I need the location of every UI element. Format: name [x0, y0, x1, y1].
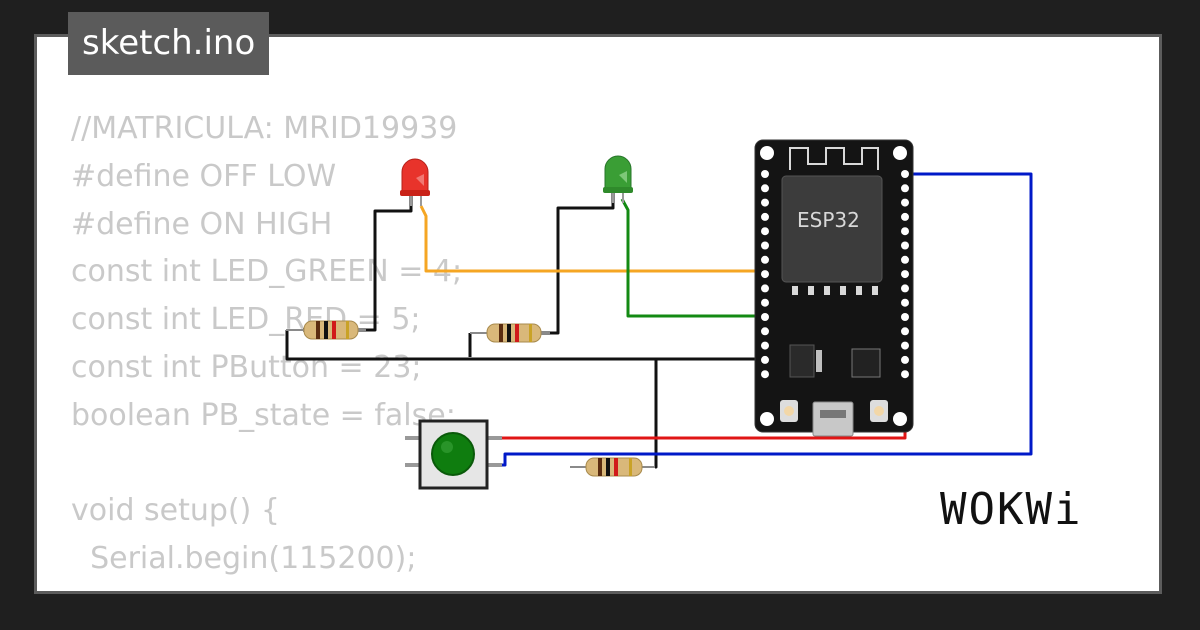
- code-line: void setup() {: [71, 493, 280, 529]
- code-line: boolean PB_state = false;: [71, 397, 456, 433]
- header-pin[interactable]: [761, 170, 769, 178]
- code-line: Serial.begin(115200);: [71, 541, 417, 577]
- header-pin[interactable]: [901, 170, 909, 178]
- push-button[interactable]: [405, 419, 502, 490]
- header-pin[interactable]: [901, 284, 909, 293]
- wire-ground-bus: [285, 330, 765, 361]
- code-line: #define ON HIGH: [71, 206, 333, 242]
- resistor-red-led[interactable]: [286, 320, 366, 340]
- header-pin[interactable]: [901, 227, 909, 236]
- wire-ground-green-led: [487, 193, 615, 335]
- header-pin[interactable]: [761, 341, 769, 350]
- wokwi-logo: WOKWi: [940, 484, 1083, 535]
- header-pin[interactable]: [761, 255, 769, 264]
- wire-red-led-signal: [419, 205, 905, 273]
- header-pin[interactable]: [901, 241, 909, 250]
- header-pin[interactable]: [761, 298, 769, 307]
- file-tab[interactable]: sketch.ino: [68, 12, 270, 75]
- header-pin[interactable]: [901, 255, 909, 264]
- header-pin[interactable]: [761, 198, 769, 207]
- wire-button-signal: [488, 172, 1033, 467]
- header-pin[interactable]: [901, 313, 909, 321]
- header-pin[interactable]: [761, 227, 769, 236]
- header-pin[interactable]: [761, 241, 769, 250]
- esp32-right-pins[interactable]: [901, 170, 909, 379]
- header-pin[interactable]: [761, 327, 769, 336]
- led-green[interactable]: [603, 155, 633, 203]
- header-pin[interactable]: [761, 284, 769, 293]
- header-pin[interactable]: [901, 370, 909, 379]
- header-pin[interactable]: [761, 184, 769, 193]
- code-line: //MATRICULA: MRID19939: [71, 111, 458, 146]
- wire-ground-red-led: [303, 196, 413, 332]
- header-pin[interactable]: [901, 184, 909, 193]
- header-pin[interactable]: [761, 212, 769, 221]
- header-pin[interactable]: [901, 298, 909, 307]
- header-pin[interactable]: [761, 313, 769, 321]
- header-pin[interactable]: [901, 355, 909, 364]
- resistor-button-pulldown[interactable]: [570, 457, 655, 477]
- esp32-left-pins[interactable]: [761, 170, 769, 379]
- code-editor: //MATRICULA: MRID19939 #define OFF LOW #de…: [71, 105, 462, 591]
- code-line: const int PButton = 23;: [71, 349, 422, 385]
- header-pin[interactable]: [901, 198, 909, 207]
- project-preview-card: //MATRICULA: MRID19939 #define OFF LOW #de…: [34, 34, 1162, 594]
- code-line: #define OFF LOW: [71, 158, 337, 194]
- led-red[interactable]: [400, 158, 430, 206]
- esp32-board[interactable]: ESP32: [754, 139, 914, 437]
- header-pin[interactable]: [761, 355, 769, 364]
- esp32-label: ESP32: [797, 208, 860, 232]
- code-line: delay(20);: [71, 583, 462, 591]
- header-pin[interactable]: [901, 327, 909, 336]
- header-pin[interactable]: [761, 370, 769, 379]
- wire-ground-button: [654, 360, 658, 469]
- resistor-green-led[interactable]: [470, 323, 550, 343]
- header-pin[interactable]: [901, 341, 909, 350]
- header-pin[interactable]: [761, 270, 769, 279]
- header-pin[interactable]: [901, 212, 909, 221]
- header-pin[interactable]: [901, 270, 909, 279]
